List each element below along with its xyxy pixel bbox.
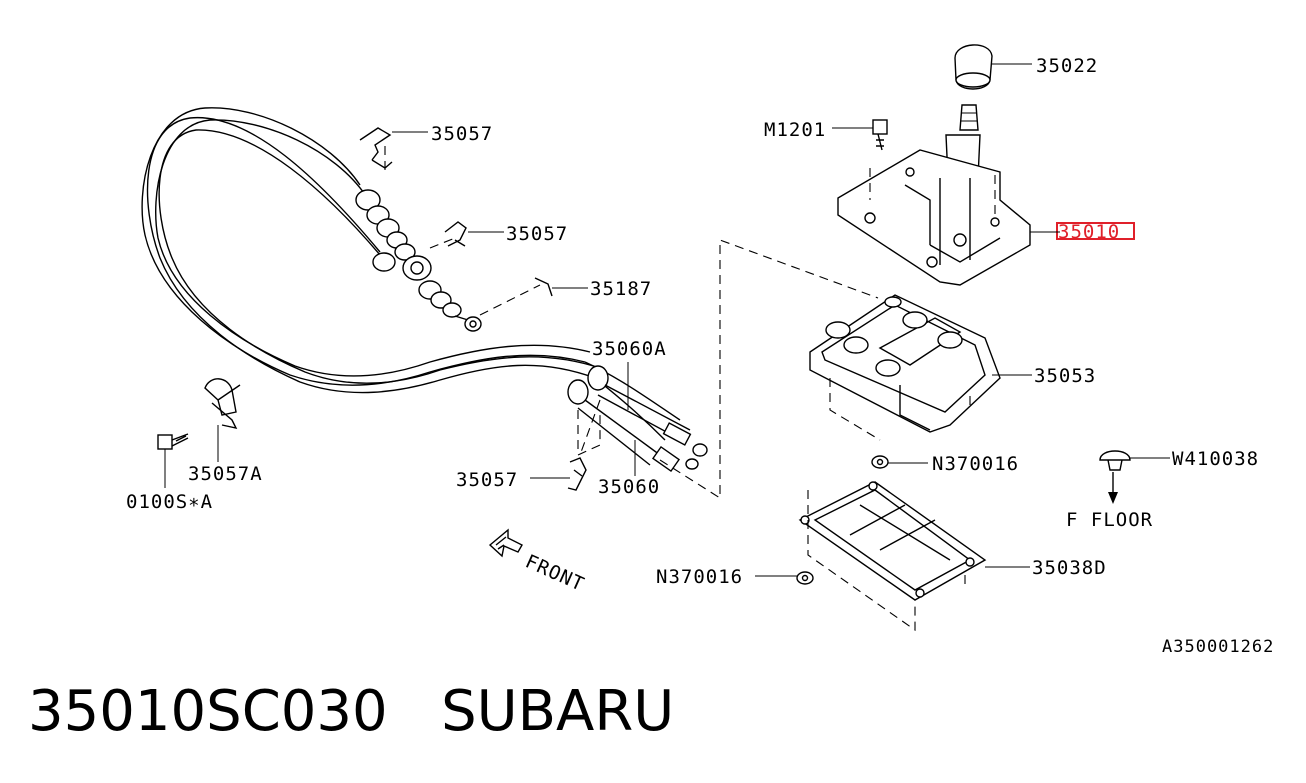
shifter-assembly-35010 — [837, 134, 1031, 286]
clip-w410038 — [1099, 450, 1170, 504]
caption-part-number: 35010SC030 — [28, 679, 388, 744]
clip-35057-mid — [444, 221, 504, 247]
clip-35057-bottom — [530, 457, 587, 491]
nut-n370016-bottom — [755, 571, 814, 585]
pin-35187 — [534, 277, 588, 297]
highlight-35010[interactable]: 35010 — [1030, 221, 1135, 243]
label-35187: 35187 — [590, 278, 652, 300]
label-35060: 35060 — [598, 476, 660, 498]
plate-35038d — [798, 481, 1030, 632]
label-n370016-bottom: N370016 — [656, 566, 743, 588]
shift-knob-35022 — [954, 44, 1032, 131]
cable-end-lower — [567, 365, 708, 473]
label-front: FRONT — [522, 550, 588, 595]
cable-end-upper — [355, 189, 482, 332]
housing-35053 — [809, 294, 1032, 441]
label-35057a: 35057A — [188, 463, 263, 485]
bolt-0100s — [157, 433, 189, 488]
label-f-floor: F FLOOR — [1066, 509, 1153, 531]
label-35010: 35010 — [1058, 221, 1120, 243]
front-arrow — [488, 528, 523, 558]
bolt-m1201 — [832, 119, 888, 151]
label-35038d: 35038D — [1032, 557, 1107, 579]
label-35057-top: 35057 — [431, 123, 493, 145]
label-35060a: 35060A — [592, 338, 667, 360]
label-w410038: W410038 — [1172, 448, 1259, 470]
label-35053: 35053 — [1034, 365, 1096, 387]
clamp-35057a — [204, 378, 241, 429]
nut-n370016-top — [871, 455, 928, 469]
label-35057-bottom: 35057 — [456, 469, 518, 491]
label-35022: 35022 — [1036, 55, 1098, 77]
label-n370016-top: N370016 — [932, 453, 1019, 475]
reference-code: A350001262 — [1162, 637, 1274, 657]
guide-lines-left — [384, 140, 879, 499]
label-m1201: M1201 — [764, 119, 826, 141]
label-0100s: 0100S∗A — [126, 491, 213, 513]
label-35057-mid: 35057 — [506, 223, 568, 245]
caption-brand: SUBARU — [441, 679, 675, 744]
caption: 35010SC030 SUBARU — [28, 684, 674, 740]
clip-35057-top — [359, 127, 428, 169]
